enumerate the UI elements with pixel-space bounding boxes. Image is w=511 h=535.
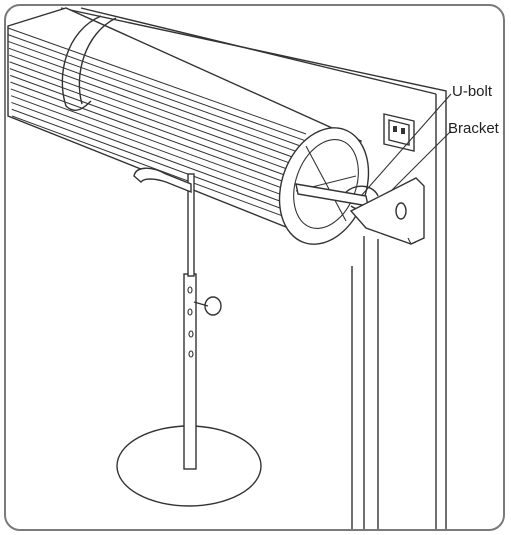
u-bolt-label: U-bolt [452,83,493,100]
shutter-slat-line [9,61,311,172]
shutter-slat-line [11,108,318,223]
shutter-slat-line [11,115,319,230]
u-bolt-leader-line [360,93,452,197]
bracket-leader-line [390,130,452,192]
wall-switch [383,113,415,152]
shutter-slat-line [8,41,309,150]
shutter-slat-line [7,27,307,135]
drum-strap [61,15,102,111]
stand-lower-pole [183,273,197,470]
shutter-slat-line [10,95,316,208]
door-frame [60,7,447,529]
shutter-slat-line [9,68,312,179]
rolled-shutter-drum [7,7,370,245]
diagram-frame: U-bolt Bracket [4,4,505,531]
shutter-slat-line [9,74,313,186]
shutter-slat-line [10,81,314,193]
stand-handle [133,167,192,194]
shutter-slats [7,27,319,230]
support-stand [116,167,262,507]
shutter-slat-line [9,54,310,164]
shutter-slat-line [11,101,317,215]
stand-locking-pin [204,296,222,316]
roller-shutter-installation-diagram: U-bolt Bracket [7,7,500,529]
bracket [349,177,425,245]
shutter-slat-line [8,47,309,157]
shutter-slat-line [8,34,308,142]
bracket-label: Bracket [448,120,500,137]
stand-upper-pole [187,173,195,277]
shutter-slat-line [10,88,315,201]
